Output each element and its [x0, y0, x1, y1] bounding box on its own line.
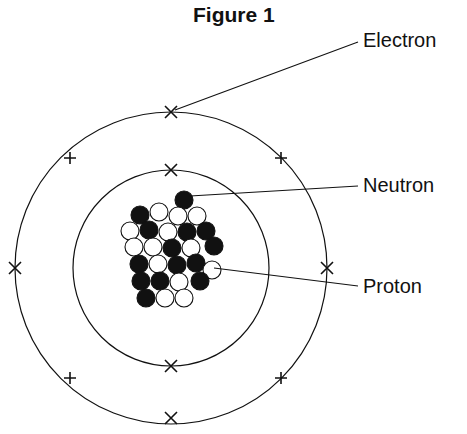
electron-marks: [9, 106, 333, 424]
figure-title: Figure 1: [193, 3, 275, 26]
part-label: Neutron: [363, 174, 434, 196]
part-label: Electron: [363, 29, 436, 51]
outer-shell: [15, 112, 327, 424]
inner-shell: [73, 170, 269, 366]
leader-lines: [175, 42, 358, 286]
part-label: Proton: [363, 275, 422, 297]
nucleus: [121, 191, 223, 307]
